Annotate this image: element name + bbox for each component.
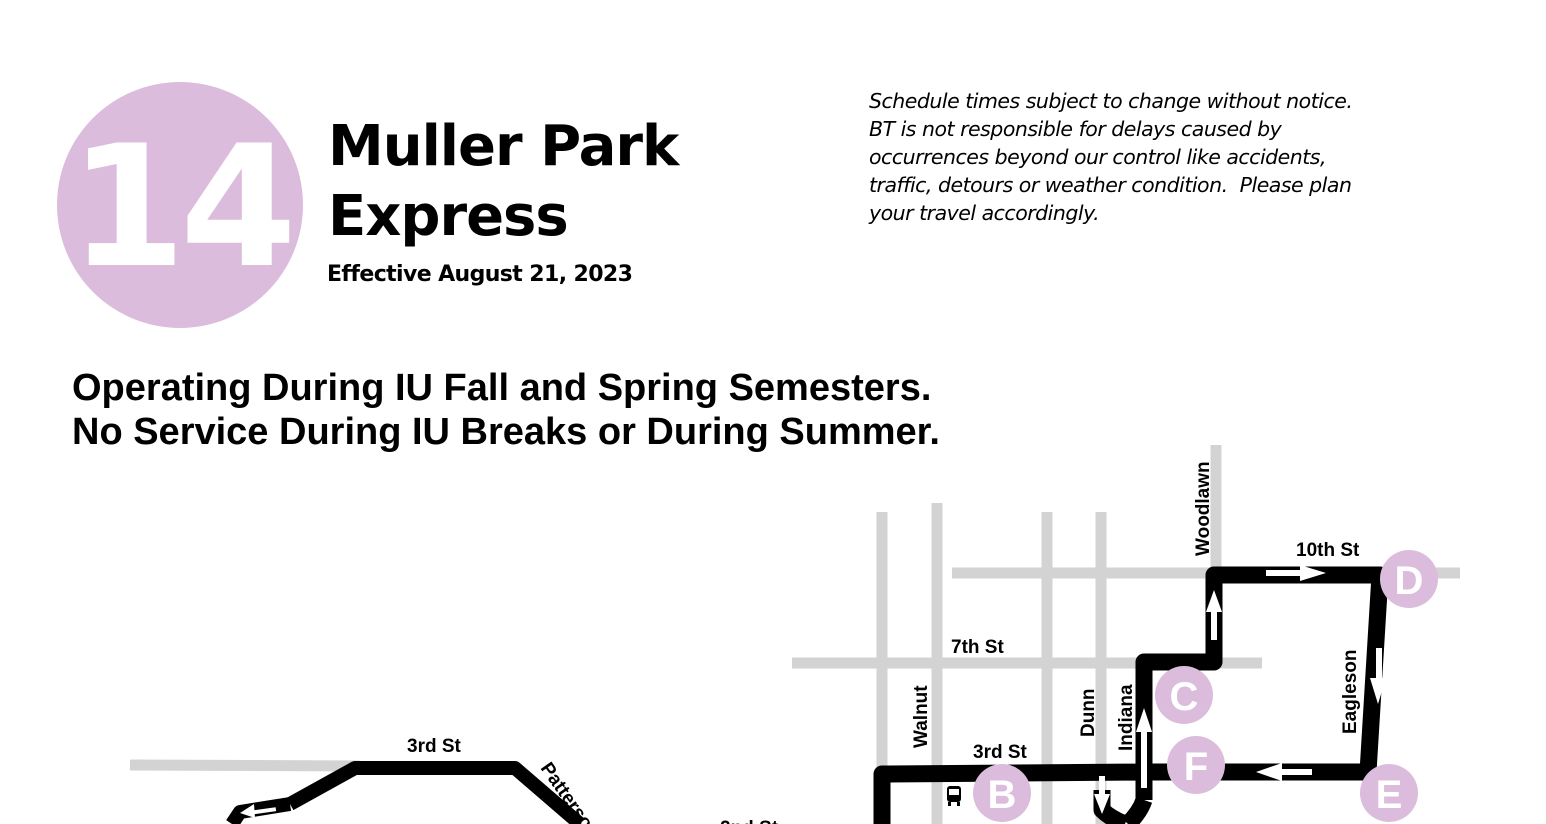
street-label-walnut: Walnut — [911, 685, 932, 748]
street-label-dunn: Dunn — [1078, 688, 1099, 737]
service-notice: Operating During IU Fall and Spring Seme… — [72, 366, 940, 454]
notice-line1: Operating During IU Fall and Spring Seme… — [72, 367, 932, 409]
arrow-down-icon — [1099, 776, 1105, 796]
arrow-right-icon — [1266, 570, 1302, 576]
timepoint-e[interactable]: E — [1360, 764, 1418, 822]
arrow-down-icon — [1094, 794, 1110, 814]
street-label-7th-st: 7th St — [951, 637, 1004, 658]
timepoint-c[interactable]: C — [1155, 666, 1213, 724]
arrow-left-icon — [240, 804, 255, 818]
arrow-up-icon — [1206, 590, 1222, 612]
disclaimer-line: your travel accordingly. — [869, 201, 1100, 225]
disclaimer-line: Schedule times subject to change without… — [869, 89, 1353, 113]
route-line-west — [226, 761, 585, 824]
disclaimer-line: BT is not responsible for delays caused … — [869, 117, 1282, 141]
route-title-line2: Express — [328, 184, 569, 249]
bus-icon — [947, 786, 961, 806]
svg-text:E: E — [1376, 773, 1403, 817]
timepoint-f[interactable]: F — [1167, 736, 1225, 794]
effective-date: Effective August 21, 2023 — [327, 262, 633, 287]
route-title: Muller Park Express — [328, 112, 679, 252]
street-label-2nd-st: 2nd St — [720, 818, 779, 824]
disclaimer-line: occurrences beyond our control like acci… — [869, 145, 1327, 169]
street-label-10th-st: 10th St — [1296, 540, 1360, 561]
timepoints: B C D E F — [973, 550, 1438, 822]
arrow-up-icon — [1141, 728, 1147, 788]
svg-text:F: F — [1184, 745, 1208, 789]
street-label-3rd-st-west: 3rd St — [407, 736, 462, 757]
arrow-up-icon — [1211, 610, 1217, 640]
svg-text:D: D — [1395, 559, 1424, 603]
disclaimer-line: traffic, detours or weather condition. P… — [869, 173, 1352, 197]
svg-text:B: B — [988, 773, 1017, 817]
arrow-left-icon — [1280, 769, 1312, 775]
direction-arrows — [240, 565, 1386, 818]
schedule-disclaimer: Schedule times subject to change without… — [869, 87, 1469, 227]
notice-line2: No Service During IU Breaks or During Su… — [72, 411, 940, 453]
timepoint-b[interactable]: B — [973, 764, 1031, 822]
street-label-indiana: Indiana — [1116, 684, 1137, 751]
route-number: 14 — [69, 109, 297, 305]
arrow-right-icon — [1300, 565, 1326, 581]
svg-text:C: C — [1170, 675, 1199, 719]
street-label-3rd-st: 3rd St — [973, 742, 1028, 763]
arrow-down-icon — [1376, 648, 1382, 680]
route-badge — [57, 82, 303, 328]
street-label-woodlawn: Woodlawn — [1193, 461, 1214, 556]
street-label-eagleson: Eagleson — [1340, 650, 1361, 734]
arrow-down-icon — [1370, 678, 1386, 704]
arrow-left-icon — [1256, 763, 1282, 781]
route-title-line1: Muller Park — [328, 114, 679, 179]
arrow-up-icon — [1136, 708, 1152, 732]
timepoint-d[interactable]: D — [1380, 550, 1438, 608]
arrow-left-icon — [249, 807, 277, 815]
